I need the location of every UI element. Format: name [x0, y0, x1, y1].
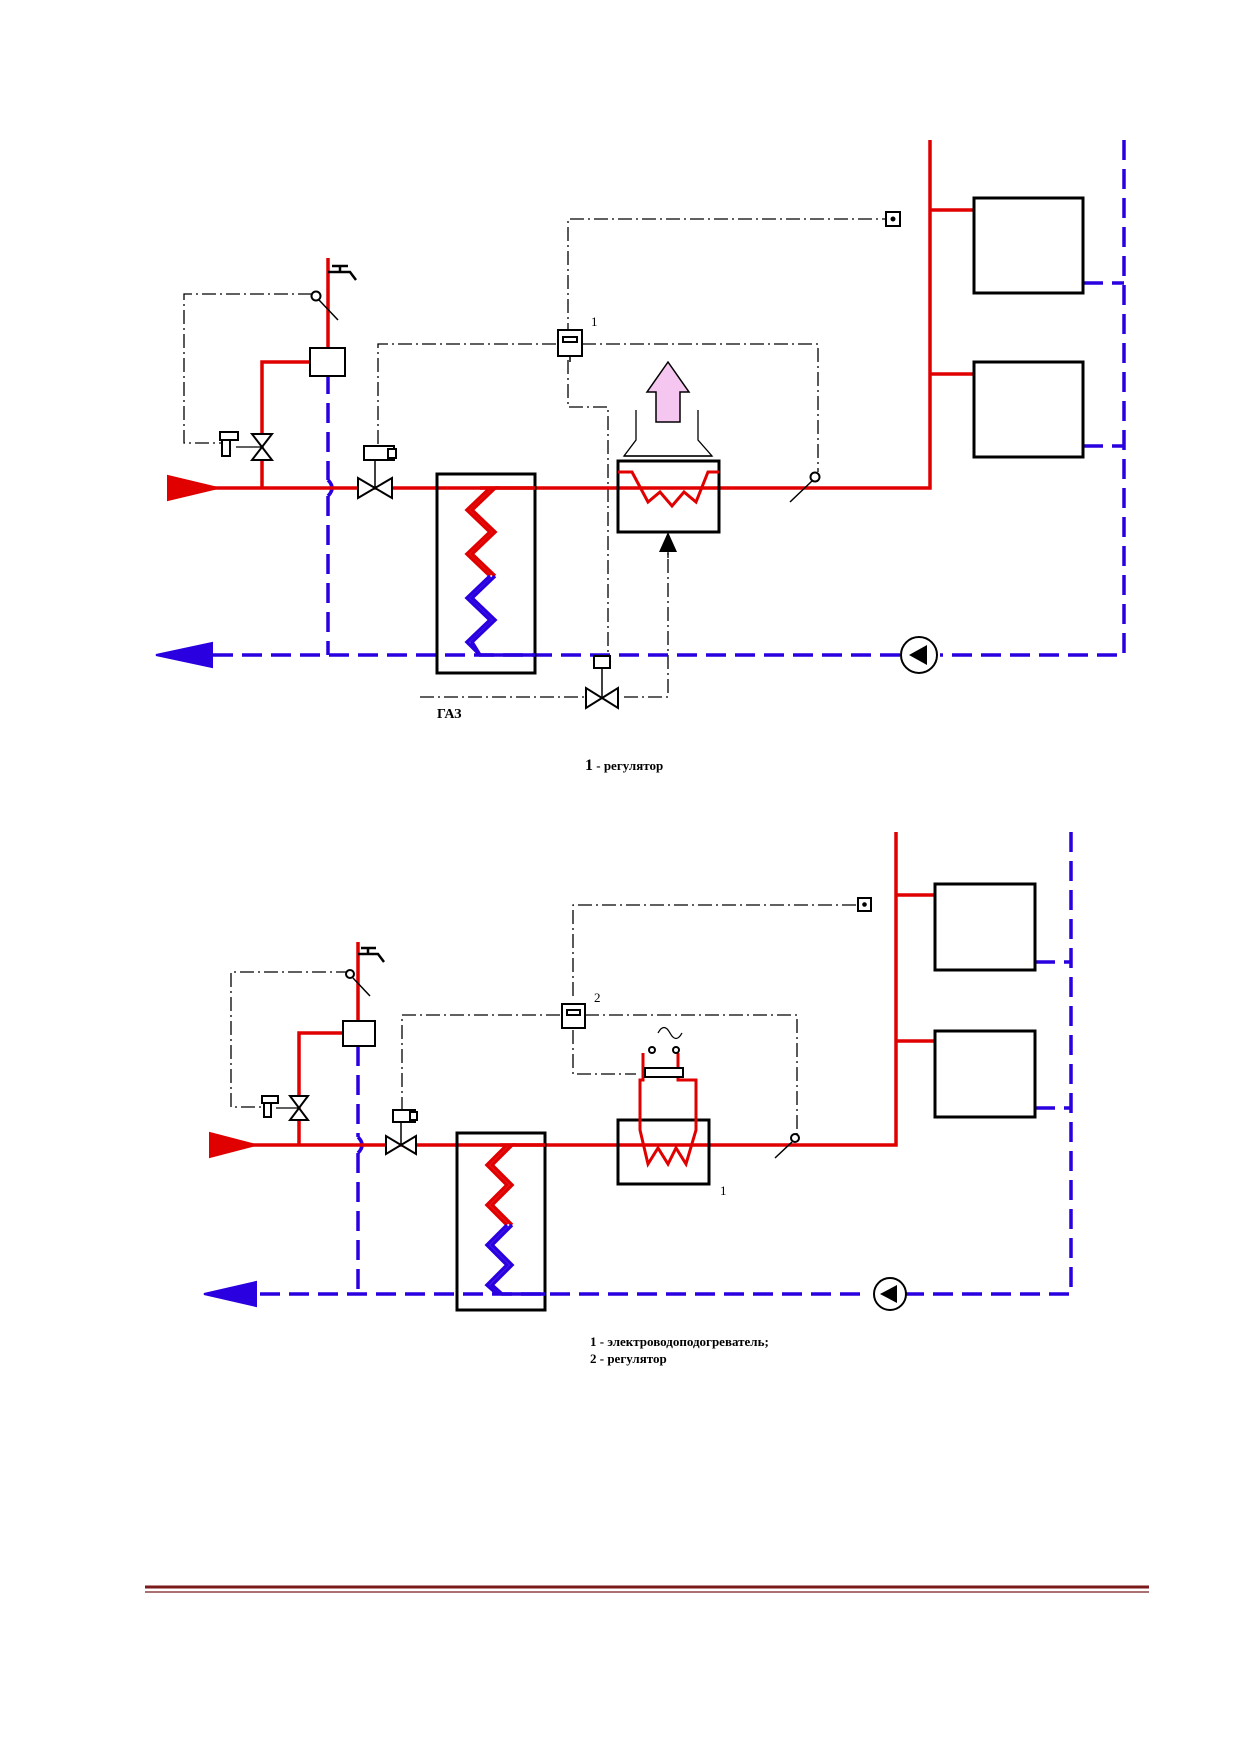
radiator: [933, 882, 1037, 972]
circulation-pump: [873, 1277, 907, 1311]
water-tap-icon: [328, 264, 357, 281]
regulator: [557, 329, 583, 362]
radiator: [972, 360, 1085, 459]
supply-pipes-1: [200, 140, 974, 490]
control-valve: [357, 445, 397, 500]
radiator: [933, 1029, 1037, 1119]
heat-exchanger: [435, 472, 537, 675]
temperature-sensor-icon: [774, 1133, 800, 1159]
gas-inlet-arrow: [659, 532, 677, 552]
supply-inlet-arrow: [209, 1131, 260, 1159]
room-sensor-icon: [857, 897, 872, 912]
water-tap-icon: [358, 946, 385, 963]
caption-2-line-1: 1 - электроводоподогреватель;: [590, 1334, 769, 1349]
caption-1-text: - регулятор: [593, 758, 664, 773]
gas-label: ГАЗ: [437, 707, 462, 722]
exhaust-arrow-icon: [645, 360, 691, 423]
caption-1-number: 1: [585, 757, 593, 774]
control-lines-1: [183, 218, 886, 698]
mixer-box: [342, 1020, 376, 1047]
thermostatic-valve: [219, 431, 275, 461]
regulator-number: 1: [591, 314, 598, 329]
gas-valve: [585, 655, 619, 710]
control-valve: [385, 1109, 418, 1156]
regulator: [561, 1003, 586, 1029]
supply-pipes-2: [240, 832, 935, 1147]
gas-boiler: [616, 410, 721, 534]
heater-number: 1: [720, 1183, 727, 1198]
diagram-1: 1 ГАЗ: [155, 140, 1126, 722]
supply-inlet-arrow: [167, 474, 219, 502]
temperature-sensor-icon: [310, 290, 339, 321]
temperature-sensor-icon: [789, 471, 821, 503]
diagram-2: 2 1: [203, 832, 1073, 1312]
heat-exchanger: [455, 1131, 547, 1312]
mixer-box: [309, 347, 346, 377]
circulation-pump: [900, 636, 938, 674]
temperature-sensor-icon: [345, 969, 371, 997]
return-outlet-arrow: [203, 1280, 257, 1308]
room-sensor-icon: [885, 211, 901, 227]
thermostatic-valve: [261, 1095, 310, 1121]
regulator-number: 2: [594, 990, 601, 1005]
radiator: [972, 196, 1085, 295]
electric-water-heater: [616, 1026, 711, 1186]
caption-2-line-2: 2 - регулятор: [590, 1351, 667, 1366]
return-pipes-2: [230, 832, 1073, 1296]
footer-rule: [145, 1585, 1149, 1593]
caption-1: 1 - регулятор: [585, 757, 663, 775]
return-outlet-arrow: [155, 641, 213, 669]
control-lines-2: [230, 904, 858, 1134]
